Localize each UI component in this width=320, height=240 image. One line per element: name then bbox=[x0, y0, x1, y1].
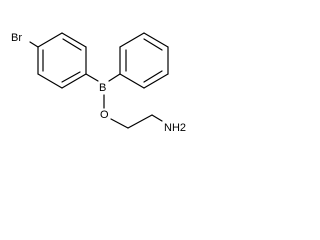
bond bbox=[119, 32, 145, 48]
bond bbox=[119, 73, 145, 89]
double-bond bbox=[143, 70, 163, 83]
boron-label: B bbox=[99, 82, 106, 94]
bond-c-c bbox=[127, 114, 153, 129]
oxygen-label: O bbox=[100, 109, 109, 121]
bond-c-b bbox=[85, 73, 99, 82]
double-bond bbox=[62, 38, 82, 51]
phenyl-ring bbox=[119, 32, 169, 89]
bond bbox=[61, 32, 87, 48]
bromine-label: Br bbox=[11, 32, 22, 44]
bond bbox=[37, 32, 63, 48]
double-bond bbox=[143, 38, 163, 51]
bond bbox=[143, 32, 169, 48]
bond bbox=[37, 73, 63, 89]
bond bbox=[61, 73, 87, 89]
structural-formula: Br B O NH2 bbox=[11, 32, 186, 134]
double-bond bbox=[61, 71, 81, 83]
bond-c-br bbox=[29, 41, 39, 48]
amine-label: NH2 bbox=[164, 122, 186, 134]
bond-o-c bbox=[110, 118, 129, 129]
bond bbox=[143, 73, 169, 89]
bond-c-n bbox=[151, 114, 163, 122]
bond-b-c bbox=[108, 73, 121, 82]
bromophenyl-ring bbox=[37, 32, 87, 89]
